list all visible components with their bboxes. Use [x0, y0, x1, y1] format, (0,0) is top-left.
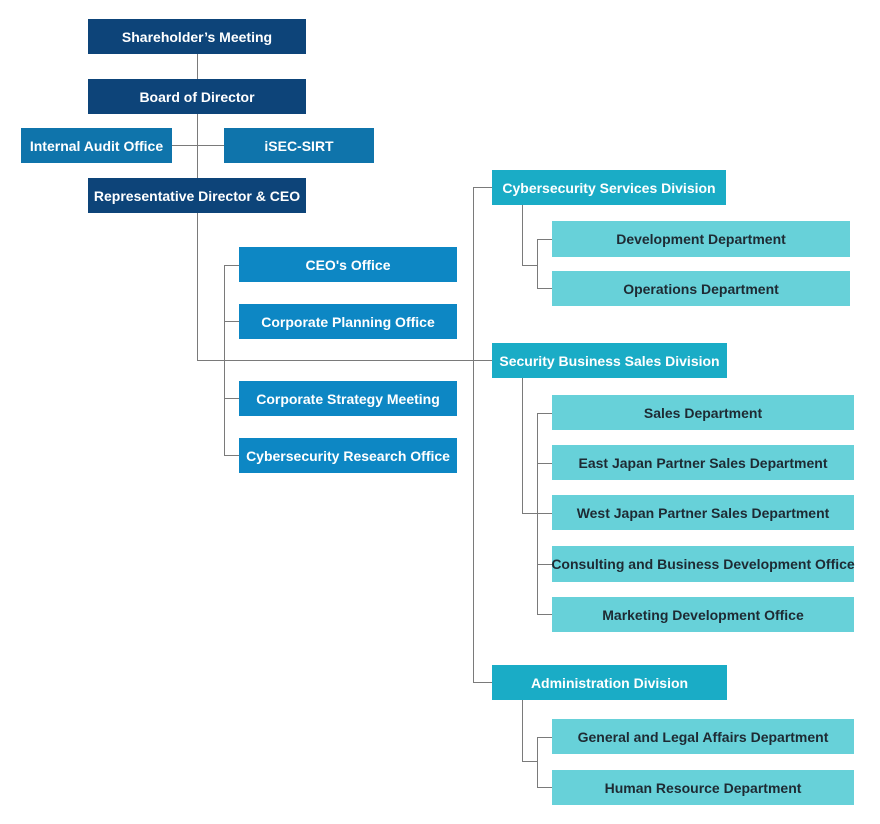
board-of-director-box: Board of Director — [88, 79, 306, 114]
staff-office-box: Cybersecurity Research Office — [239, 438, 457, 473]
division-box: Cybersecurity Services Division — [492, 170, 726, 205]
internal-audit-office-box: Internal Audit Office — [21, 128, 172, 163]
department-box: Consulting and Business Development Offi… — [551, 546, 855, 582]
department-box: Marketing Development Office — [552, 597, 854, 632]
department-box: West Japan Partner Sales Department — [552, 495, 854, 530]
shareholders-meeting-box: Shareholder’s Meeting — [88, 19, 306, 54]
department-box: East Japan Partner Sales Department — [552, 445, 854, 480]
staff-office-box: CEO's Office — [239, 247, 457, 282]
division-box: Security Business Sales Division — [492, 343, 727, 378]
department-box: Operations Department — [552, 271, 850, 306]
department-box: Development Department — [552, 221, 850, 257]
department-box: General and Legal Affairs Department — [552, 719, 854, 754]
division-box: Administration Division — [492, 665, 727, 700]
isec-sirt-box: iSEC-SIRT — [224, 128, 374, 163]
staff-office-box: Corporate Strategy Meeting — [239, 381, 457, 416]
department-box: Human Resource Department — [552, 770, 854, 805]
department-box: Sales Department — [552, 395, 854, 430]
representative-director-ceo-box: Representative Director & CEO — [88, 178, 306, 213]
staff-office-box: Corporate Planning Office — [239, 304, 457, 339]
